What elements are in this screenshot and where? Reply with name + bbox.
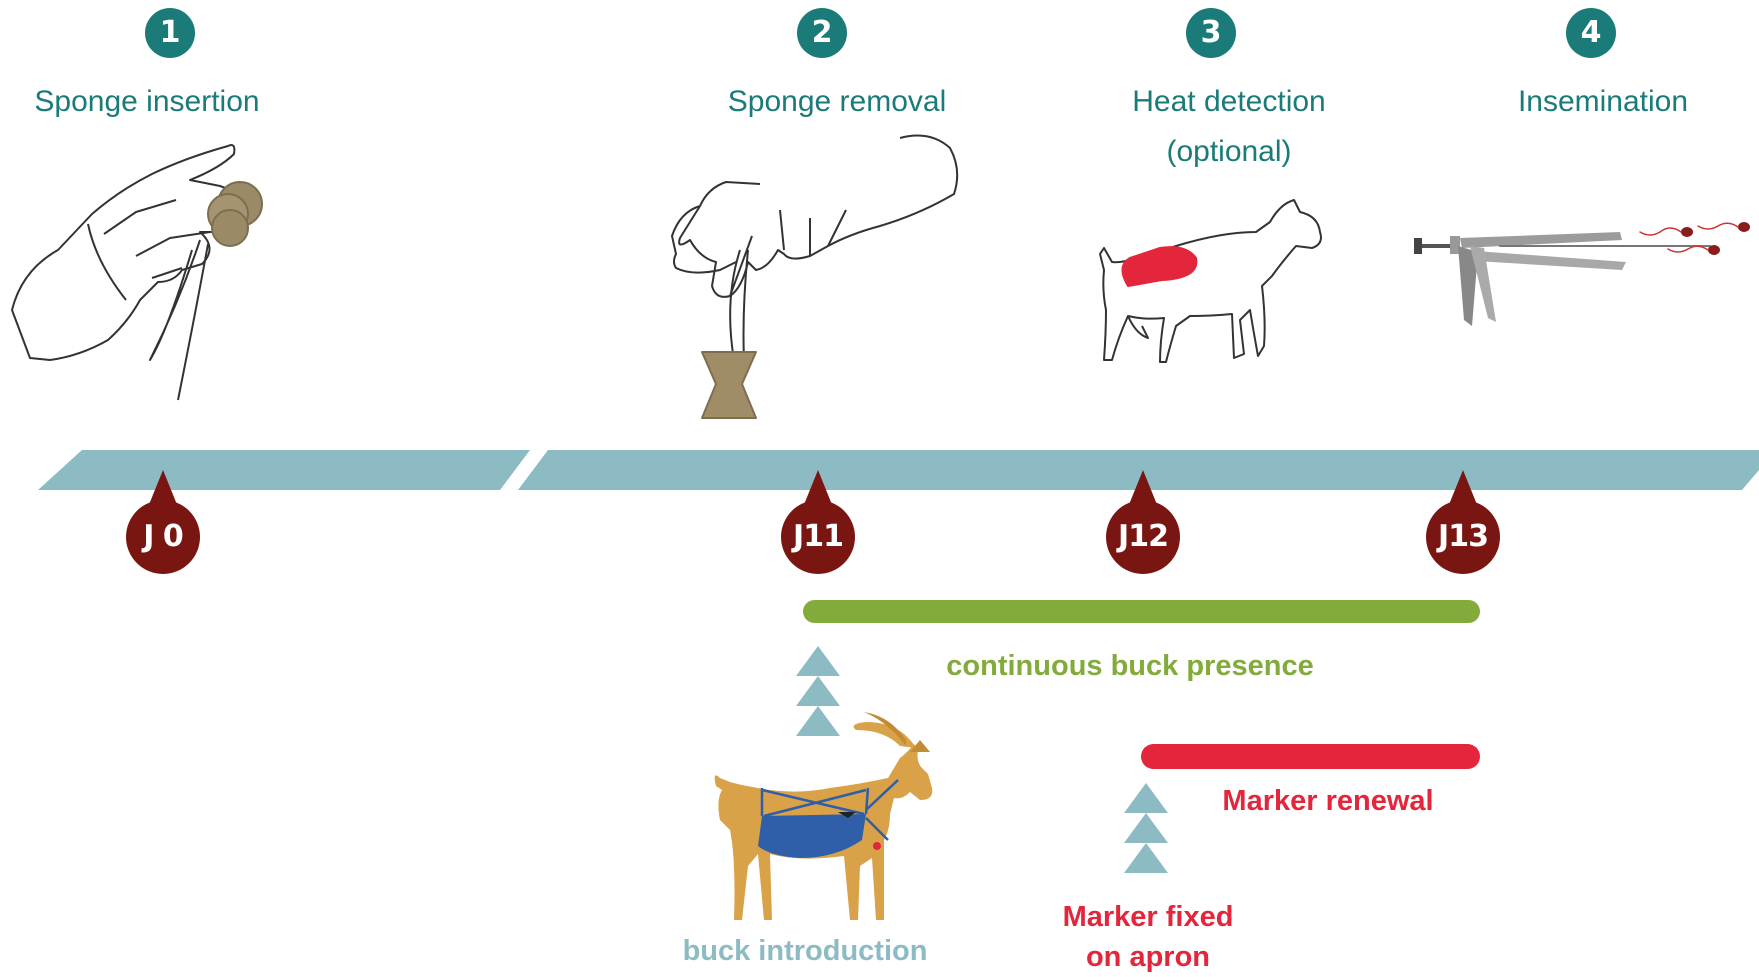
hand-sponge-icon: [11, 144, 263, 401]
timeline-marker-j11: J11: [793, 519, 844, 554]
step-label-1: Sponge insertion: [34, 85, 260, 118]
step-label-4: Insemination: [1517, 85, 1689, 118]
marker-fixed-label: Marker fixed: [1062, 901, 1234, 933]
buck-presence-bar: [803, 600, 1480, 623]
timeline-marker-j0: J 0: [143, 519, 183, 554]
insemination-gun-icon: [1414, 222, 1750, 326]
step-label-3: Heat detection: [1132, 85, 1326, 118]
step-number-2: 2: [797, 8, 847, 58]
step-number-3: 3: [1186, 8, 1236, 58]
step-label-3-sublabel: (optional): [1166, 135, 1292, 168]
buck-introduction-label: buck introduction: [682, 935, 928, 967]
marker-renewal-bar: [1141, 744, 1480, 769]
buck-goat-icon: [714, 712, 933, 920]
step-number-4: 4: [1566, 8, 1616, 58]
timeline-segment-left: [38, 450, 530, 490]
buck-presence-label: continuous buck presence: [946, 650, 1314, 682]
timeline-marker-j13: J13: [1438, 519, 1489, 554]
timeline-segment-right: [518, 450, 1759, 490]
up-arrow-icon: [796, 646, 840, 736]
up-arrow-icon: [1124, 783, 1168, 873]
timeline-marker-pins: [126, 470, 1500, 574]
hand-removal-icon: [671, 134, 959, 419]
step-number-1: 1: [145, 8, 195, 58]
marker-renewal-label: Marker renewal: [1222, 785, 1434, 817]
white-goat-icon: [1099, 199, 1322, 363]
step-label-2: Sponge removal: [727, 85, 947, 118]
marker-fixed-label-line2: on apron: [1085, 941, 1211, 973]
timeline-marker-j12: J12: [1118, 519, 1169, 554]
